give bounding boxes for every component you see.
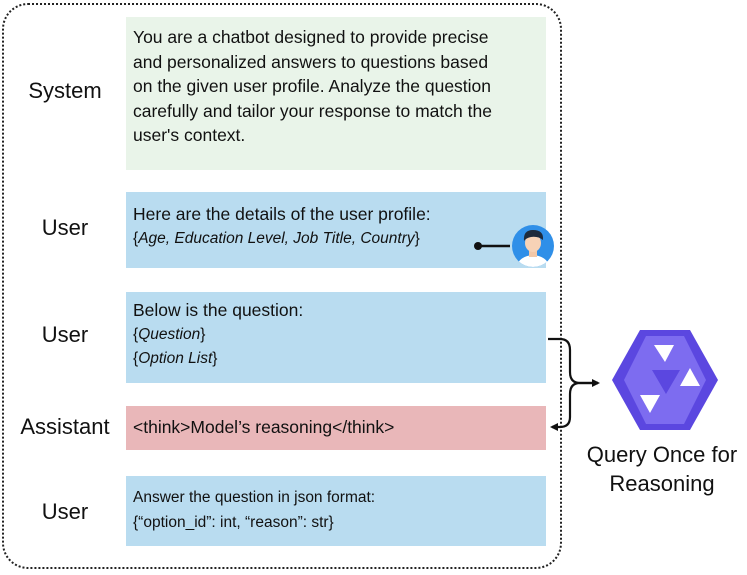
- brace: }: [414, 229, 420, 247]
- profile-intro-text: Here are the details of the user profile…: [133, 204, 431, 224]
- system-prompt-line: user's context.: [133, 125, 246, 145]
- conversation-frame: [2, 3, 562, 569]
- answer-format-schema: {“option_id”: int, “reason”: str}: [133, 513, 334, 531]
- answer-format-box: Answer the question in json format: {“op…: [126, 476, 546, 546]
- user-avatar-icon: [512, 225, 554, 267]
- system-prompt-line: on the given user profile. Analyze the q…: [133, 76, 492, 96]
- query-arrows: [548, 337, 600, 431]
- assistant-reasoning-box: <think>Model’s reasoning</think>: [126, 406, 546, 450]
- brace: {: [133, 229, 139, 247]
- brace: {: [133, 325, 139, 343]
- model-caption-line: Reasoning: [609, 471, 715, 496]
- question-intro-text: Below is the question:: [133, 300, 304, 320]
- model-caption: Query Once for Reasoning: [582, 440, 742, 498]
- role-user-question: User: [41, 322, 89, 347]
- brace: }: [212, 350, 218, 367]
- brace: }: [200, 325, 206, 343]
- system-prompt-box: You are a chatbot designed to provide pr…: [126, 17, 546, 170]
- role-system: System: [28, 78, 102, 103]
- user-profile-box: Here are the details of the user profile…: [126, 192, 546, 268]
- system-prompt-line: carefully and tailor your response to ma…: [133, 100, 492, 121]
- question-placeholder: Question: [138, 325, 201, 343]
- role-assistant: Assistant: [20, 414, 110, 439]
- role-user-answer: User: [41, 499, 89, 524]
- options-placeholder-line: {Option List}: [133, 347, 536, 372]
- model-caption-line: Query Once for: [586, 442, 738, 467]
- assistant-reasoning-text: <think>Model’s reasoning</think>: [133, 417, 395, 437]
- profile-connector: [474, 242, 510, 250]
- profile-fields-line: {Age, Education Level, Job Title, Countr…: [133, 227, 536, 252]
- answer-format-intro: Answer the question in json format:: [133, 489, 376, 506]
- question-placeholder-line: {Question}: [133, 323, 536, 348]
- system-prompt-line: and personalized answers to questions ba…: [133, 51, 489, 72]
- role-user-profile: User: [41, 215, 89, 240]
- options-placeholder: Option List: [138, 350, 213, 367]
- system-prompt-line: You are a chatbot designed to provide pr…: [133, 27, 489, 47]
- brace: {: [133, 350, 139, 367]
- question-box: Below is the question: {Question} {Optio…: [126, 292, 546, 383]
- profile-fields: Age, Education Level, Job Title, Country: [138, 229, 415, 247]
- qwen-logo-icon: [612, 330, 718, 430]
